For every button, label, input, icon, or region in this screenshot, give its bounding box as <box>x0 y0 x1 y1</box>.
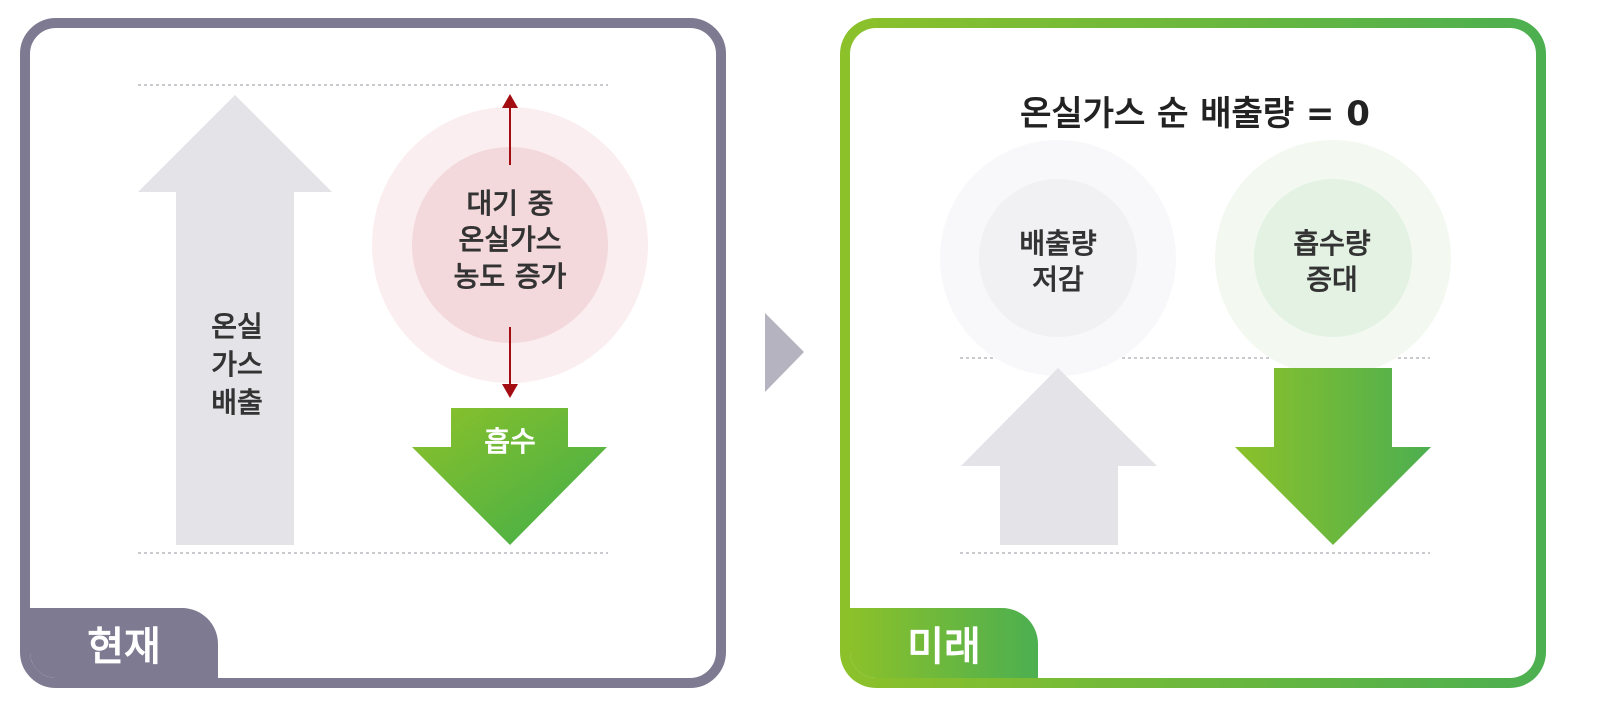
current-panel: 현재 <box>20 18 726 688</box>
current-tab: 현재 <box>30 608 218 678</box>
future-panel: 미래 <box>840 18 1546 688</box>
red-arrow-down-head <box>502 384 518 398</box>
future-tab: 미래 <box>850 608 1038 678</box>
atmosphere-label: 대기 중 온실가스 농도 증가 <box>453 187 567 293</box>
reduction-label: 배출량 저감 <box>1019 227 1097 297</box>
increase-label: 흡수량 증대 <box>1293 227 1371 297</box>
absorption-arrow <box>412 408 607 545</box>
red-arrow-up-head <box>502 94 518 108</box>
reduction-inner-circle <box>979 179 1137 337</box>
transition-chevron-icon <box>765 313 804 392</box>
emission-label: 온실 가스 배출 <box>211 310 263 419</box>
increased-absorption-arrow <box>1235 368 1431 545</box>
future-title: 온실가스 순 배출량 = 0 <box>1020 94 1370 134</box>
reduced-emission-arrow <box>961 368 1157 545</box>
atmosphere-inner-circle <box>412 147 608 343</box>
absorption-label: 흡수 <box>484 425 536 458</box>
increase-inner-circle <box>1254 179 1412 337</box>
emission-arrow <box>138 95 332 545</box>
